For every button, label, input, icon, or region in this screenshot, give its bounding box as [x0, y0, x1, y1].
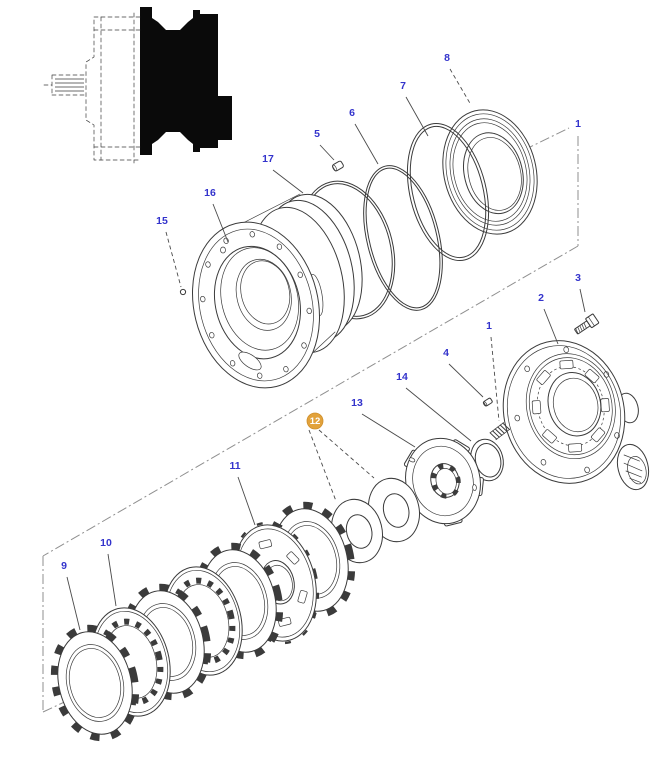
callout-2[interactable]: 2 — [538, 292, 544, 304]
leader-14 — [405, 387, 472, 442]
part-6-o-ring — [363, 165, 443, 311]
part-3-bolt — [574, 313, 600, 335]
callout-10[interactable]: 10 — [100, 537, 112, 549]
callouts: 8 7 6 5 17 16 15 1 3 2 1 4 14 13 12 11 1… — [61, 52, 581, 572]
part-8-ring-assembly — [442, 109, 538, 235]
leader-8 — [449, 68, 472, 106]
callout-8[interactable]: 8 — [444, 52, 450, 64]
leader-12a — [308, 429, 337, 502]
callout-6[interactable]: 6 — [349, 107, 355, 119]
leader-13 — [361, 413, 416, 448]
leader-16 — [212, 203, 229, 243]
leader-15 — [165, 231, 182, 288]
thumbnail-housing-outline — [85, 16, 141, 161]
drum-bolt-holes — [200, 231, 312, 379]
part-4-pin — [482, 397, 493, 407]
callout-12-highlighted[interactable]: 12 — [306, 412, 324, 430]
plate2-bolt-holes — [514, 346, 620, 474]
leader-5 — [319, 144, 335, 161]
callout-1-spring[interactable]: 1 — [486, 320, 492, 332]
thumbnail-shaft — [43, 74, 87, 96]
part-5-pin — [332, 160, 344, 172]
callout-16[interactable]: 16 — [204, 187, 216, 199]
leader-11 — [237, 476, 256, 526]
leader-12b — [318, 429, 375, 479]
assembly-thumbnail[interactable] — [43, 7, 232, 164]
leader-2 — [543, 308, 559, 345]
part-2-boss — [616, 443, 650, 491]
part-7-o-ring — [406, 122, 490, 262]
part-16-drum — [192, 193, 363, 389]
thumbnail-shaft-threads — [55, 78, 84, 92]
callout-17[interactable]: 17 — [262, 153, 274, 165]
callout-12-highlight-circle — [306, 412, 324, 430]
callout-14[interactable]: 14 — [396, 371, 408, 383]
leader-4 — [448, 363, 484, 398]
leader-3 — [579, 288, 586, 313]
callout-4[interactable]: 4 — [443, 347, 449, 359]
leader-lines — [66, 68, 586, 631]
leader-9 — [66, 576, 81, 631]
leader-10 — [107, 553, 117, 607]
callout-9[interactable]: 9 — [61, 560, 67, 572]
part-15-ball — [179, 288, 187, 296]
callout-7[interactable]: 7 — [400, 80, 406, 92]
callout-1-top[interactable]: 1 — [575, 118, 581, 130]
leader-1-spring — [490, 336, 500, 422]
leader-7 — [405, 96, 429, 137]
leader-17 — [272, 169, 304, 194]
callout-13[interactable]: 13 — [351, 397, 363, 409]
leader-6 — [354, 123, 379, 165]
callout-3[interactable]: 3 — [575, 272, 581, 284]
part-2-end-plate — [502, 340, 650, 491]
callout-11[interactable]: 11 — [229, 460, 240, 472]
callout-5[interactable]: 5 — [314, 128, 320, 140]
thumbnail-housing-lines — [93, 12, 141, 164]
part-1-spring — [489, 422, 510, 441]
thumbnail-silhouette — [140, 7, 232, 155]
callout-15[interactable]: 15 — [156, 215, 168, 227]
callout-12: 12 — [310, 416, 321, 427]
plate2-lugs — [531, 359, 610, 453]
